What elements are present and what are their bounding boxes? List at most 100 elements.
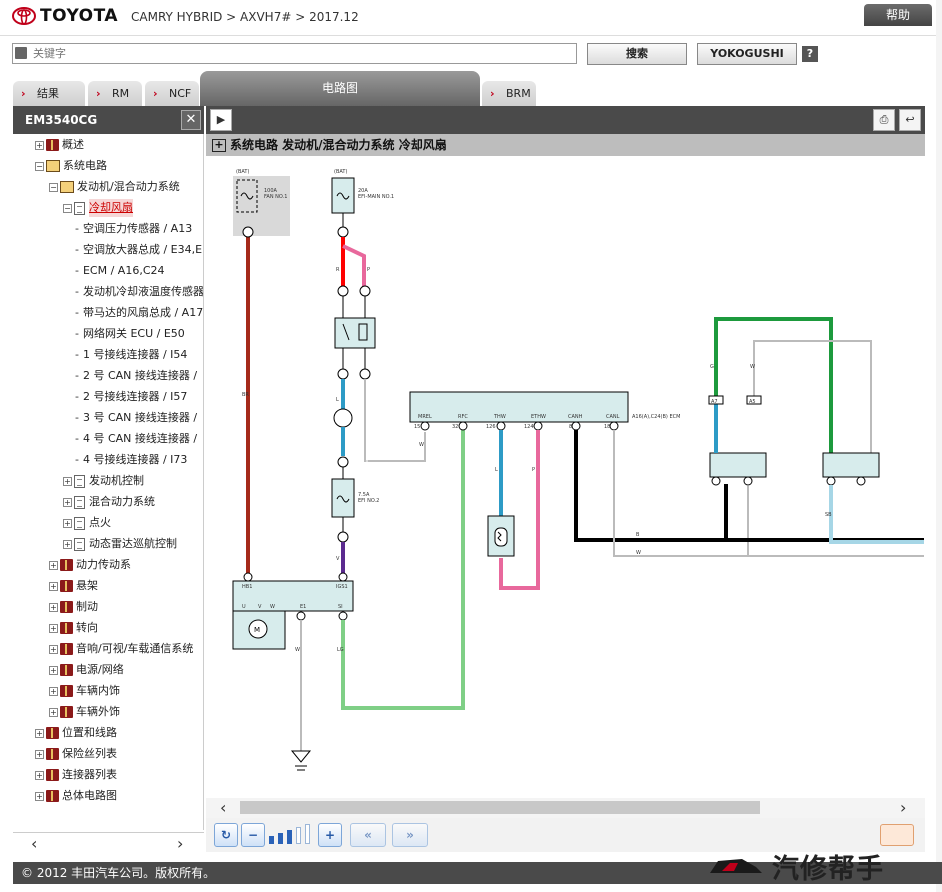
tree-item[interactable]: +音响/可视/车载通信系统 xyxy=(49,640,193,658)
print-icon[interactable]: ⎙ xyxy=(873,109,895,131)
tree-item-label: 网络网关 ECU / E50 xyxy=(82,327,185,340)
tree-item[interactable]: +电源/网络 xyxy=(49,661,124,679)
tab-rm[interactable]: ›RM xyxy=(88,81,142,106)
tab-ncf[interactable]: ›NCF xyxy=(145,81,199,106)
tree-item[interactable]: +发动机控制 xyxy=(63,472,144,490)
tree-item[interactable]: −发动机/混合动力系统 xyxy=(49,178,180,196)
tree-item[interactable]: -发动机冷却液温度传感器 xyxy=(75,283,203,301)
expand-icon[interactable]: + xyxy=(63,518,72,528)
expand-box-icon[interactable]: + xyxy=(212,139,226,152)
expand-icon[interactable]: + xyxy=(63,476,72,486)
tree-item[interactable]: +动态雷达巡航控制 xyxy=(63,535,177,553)
collapse-icon[interactable]: − xyxy=(49,182,58,192)
ecm-pin-canh: CANH xyxy=(568,414,583,420)
tree-horizontal-scrollbar[interactable]: ‹ › xyxy=(13,832,204,854)
ecm-pin-thw: THW xyxy=(493,414,506,420)
tree-item[interactable]: +概述 xyxy=(35,136,84,154)
scroll-right-icon[interactable]: › xyxy=(177,834,184,853)
scroll-right-icon[interactable]: › xyxy=(900,798,907,817)
window-vertical-scrollbar[interactable] xyxy=(936,0,942,892)
tree-item[interactable]: -空调压力传感器 / A13 xyxy=(75,220,192,238)
tab-brm[interactable]: ›BRM xyxy=(482,81,536,106)
fuse3-rating: 7.5A xyxy=(358,492,370,498)
zoom-level-bar[interactable] xyxy=(278,833,283,844)
footer-bar: © 2012 丰田汽车公司。版权所有。 xyxy=(13,862,942,884)
search-input[interactable] xyxy=(12,43,577,64)
tree-item[interactable]: −冷却风扇 xyxy=(63,199,133,217)
expand-icon[interactable]: + xyxy=(49,665,58,675)
tree-item[interactable]: -4 号接线连接器 / I73 xyxy=(75,451,187,469)
tree-item[interactable]: +动力传动系 xyxy=(49,556,131,574)
tree-item[interactable]: +点火 xyxy=(63,514,111,532)
zoom-level-bar[interactable] xyxy=(305,824,310,844)
tree-item-label: 混合动力系统 xyxy=(89,495,155,508)
collapse-icon[interactable]: − xyxy=(63,203,72,213)
book-icon xyxy=(60,706,73,718)
book-icon xyxy=(60,601,73,613)
zoom-level-bar[interactable] xyxy=(296,827,301,844)
scroll-left-icon[interactable]: ‹ xyxy=(220,798,227,817)
expand-icon[interactable]: + xyxy=(49,623,58,633)
zoom-in-icon[interactable]: + xyxy=(318,823,342,847)
expand-icon[interactable]: + xyxy=(49,707,58,717)
tab-results[interactable]: ›结果 xyxy=(13,81,85,106)
expand-icon[interactable]: + xyxy=(35,728,44,738)
wiring-diagram-canvas[interactable]: (BAT) 100A FAN NO.1 BR (BAT) 20A EFI-MAI… xyxy=(206,156,925,798)
book-icon xyxy=(46,139,59,151)
scroll-left-icon[interactable]: ‹ xyxy=(31,834,38,853)
help-tab[interactable]: 帮助 xyxy=(864,4,932,26)
reset-zoom-icon[interactable]: ↻ xyxy=(214,823,238,847)
chevron-right-icon: › xyxy=(153,87,158,100)
expand-icon[interactable]: + xyxy=(49,602,58,612)
tree-item[interactable]: +转向 xyxy=(49,619,98,637)
tree-item[interactable]: +悬架 xyxy=(49,577,98,595)
tree-item[interactable]: -1 号接线连接器 / I54 xyxy=(75,346,187,364)
zoom-out-icon[interactable]: − xyxy=(241,823,265,847)
search-field-icon xyxy=(15,47,27,59)
expand-icon[interactable]: + xyxy=(35,791,44,801)
zoom-level-bar[interactable] xyxy=(269,836,274,844)
tab-wiring-diagram[interactable]: 电路图 xyxy=(200,71,480,106)
tree-item[interactable]: +位置和线路 xyxy=(35,724,117,742)
tree-item[interactable]: -4 号 CAN 接线连接器 / xyxy=(75,430,197,448)
tree-item[interactable]: + 连接器列表 xyxy=(35,766,117,784)
expand-panel-icon[interactable]: ▶ xyxy=(210,109,232,131)
yokogushi-button[interactable]: YOKOGUSHI xyxy=(697,43,797,65)
next-page-icon[interactable]: » xyxy=(392,823,428,847)
tree-item[interactable]: -2 号接线连接器 / I57 xyxy=(75,388,187,406)
expand-icon[interactable]: + xyxy=(35,749,44,759)
tree-item-label: 连接器列表 xyxy=(62,768,117,781)
tree-item[interactable]: -空调放大器总成 / E34,E xyxy=(75,241,202,259)
scroll-thumb[interactable] xyxy=(240,801,760,814)
tree-item[interactable]: +总体电路图 xyxy=(35,787,117,805)
tree-item[interactable]: -带马达的风扇总成 / A17 xyxy=(75,304,203,322)
tree-item[interactable]: -2 号 CAN 接线连接器 / xyxy=(75,367,197,385)
tree-item-label: 车辆内饰 xyxy=(76,684,120,697)
help-icon[interactable]: ? xyxy=(802,46,818,62)
tree-item[interactable]: +保险丝列表 xyxy=(35,745,117,763)
tree-item[interactable]: +制动 xyxy=(49,598,98,616)
expand-icon[interactable]: + xyxy=(49,644,58,654)
expand-icon[interactable]: + xyxy=(49,581,58,591)
search-button[interactable]: 搜索 xyxy=(587,43,687,65)
tree-item[interactable]: −系统电路 xyxy=(35,157,107,175)
collapse-icon[interactable]: − xyxy=(35,161,44,171)
tree-item[interactable]: + 车辆内饰 xyxy=(49,682,120,700)
expand-icon[interactable]: + xyxy=(35,770,44,780)
comment-icon[interactable] xyxy=(880,824,914,846)
expand-icon[interactable]: + xyxy=(49,560,58,570)
tree-item[interactable]: -3 号 CAN 接线连接器 / xyxy=(75,409,197,427)
expand-icon[interactable]: + xyxy=(49,686,58,696)
expand-icon[interactable]: + xyxy=(63,539,72,549)
tree-item[interactable]: -ECM / A16,C24 xyxy=(75,262,165,280)
return-icon[interactable]: ↩ xyxy=(899,109,921,131)
expand-icon[interactable]: + xyxy=(63,497,72,507)
expand-icon[interactable]: + xyxy=(35,140,44,150)
tree-item[interactable]: + 混合动力系统 xyxy=(63,493,155,511)
tree-item[interactable]: +车辆外饰 xyxy=(49,703,120,721)
previous-page-icon[interactable]: « xyxy=(350,823,386,847)
diagram-horizontal-scrollbar[interactable]: ‹ › xyxy=(206,798,925,818)
zoom-level-bar[interactable] xyxy=(287,830,292,844)
tree-item[interactable]: -网络网关 ECU / E50 xyxy=(75,325,185,343)
close-icon[interactable]: ✕ xyxy=(181,110,201,130)
